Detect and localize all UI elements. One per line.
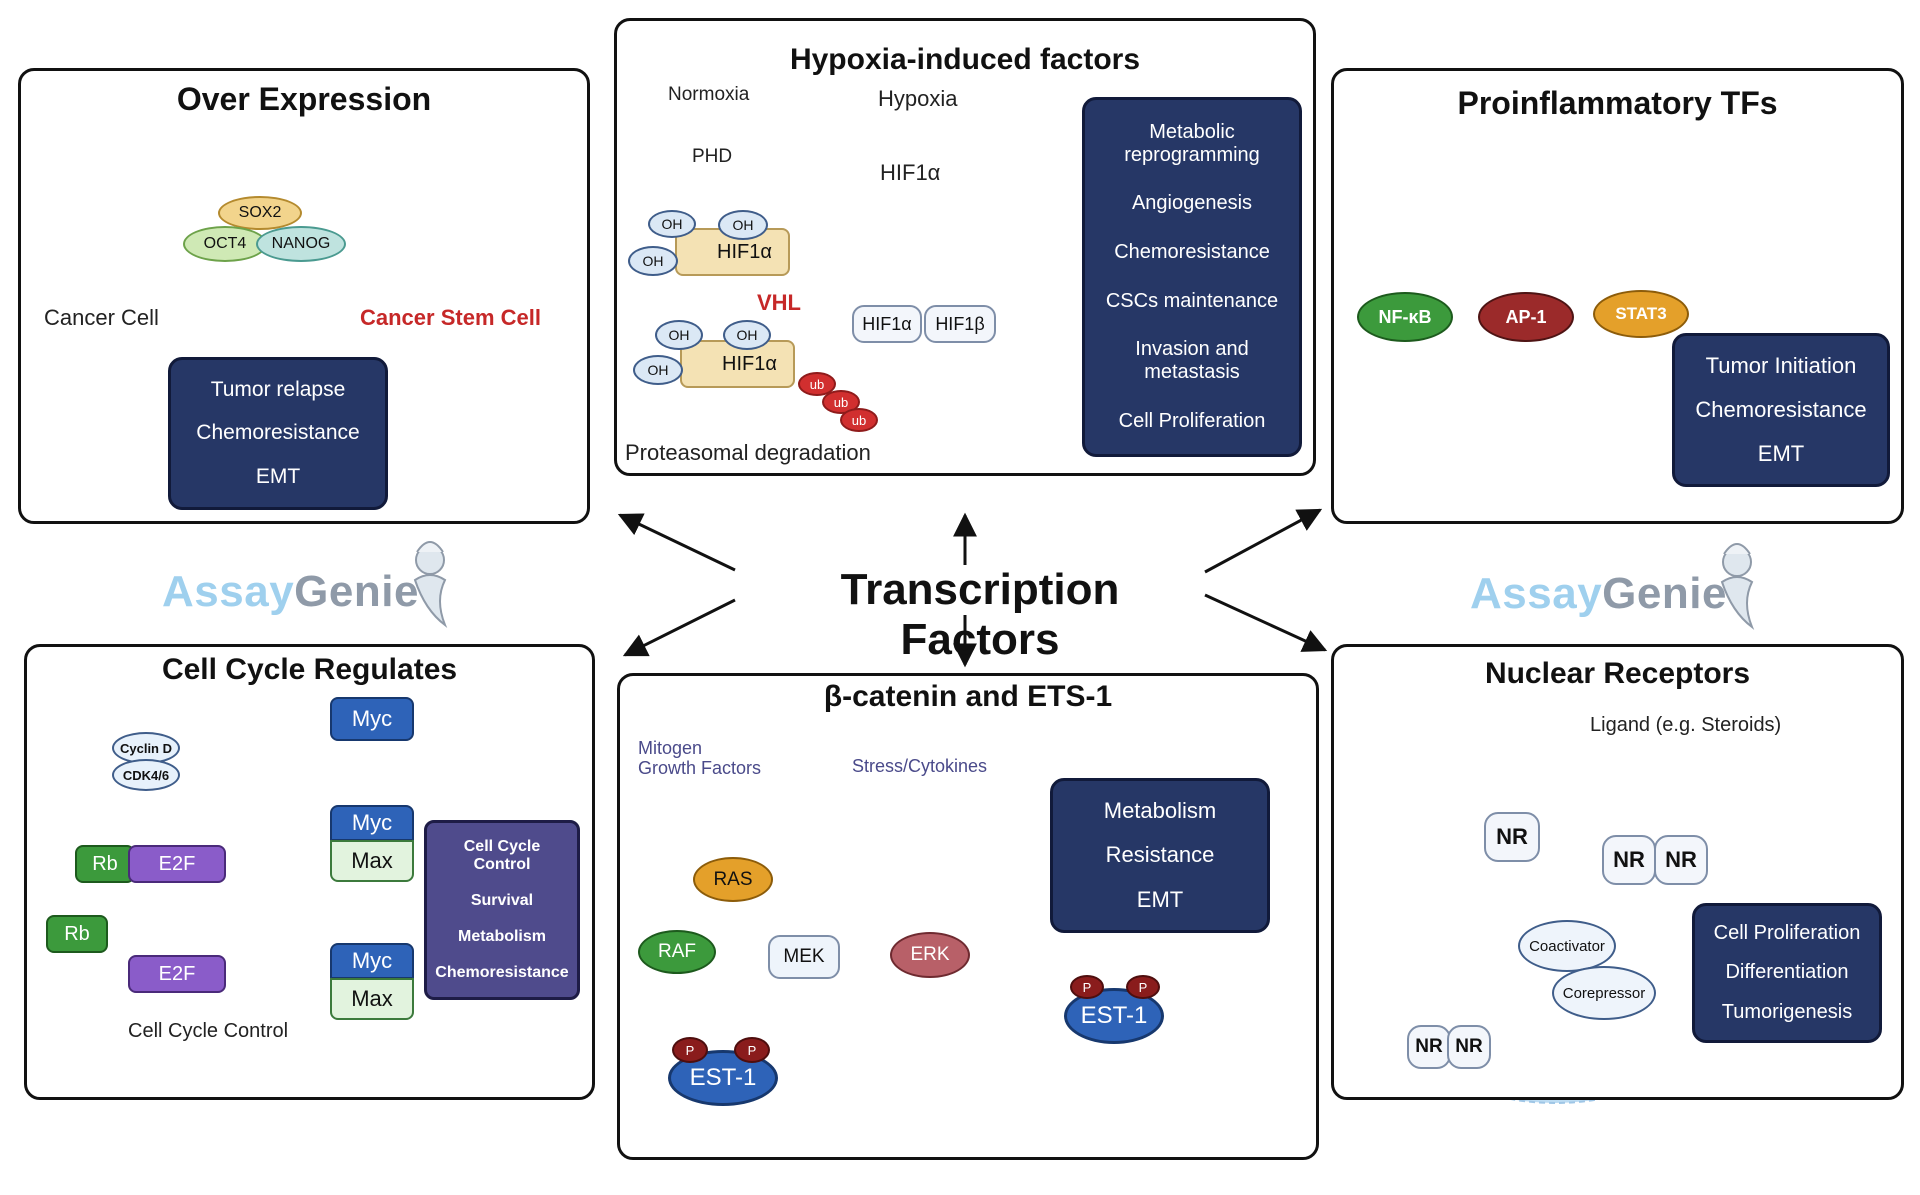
growth-factors-label: Growth Factors <box>638 758 762 778</box>
cdk4-6: CDK4/6 <box>112 759 180 791</box>
outcome: Metabolism <box>457 928 546 945</box>
hif1a-label: HIF1α <box>880 160 941 185</box>
outcome: Differentiation <box>1725 961 1849 984</box>
oh-group: OH <box>633 355 683 385</box>
nr-dimer-a: NR <box>1602 835 1656 885</box>
outcome: Invasion and metastasis <box>1135 338 1249 384</box>
cancer-stem-cell-label: Cancer Stem Cell <box>360 305 541 330</box>
coactivator: Coactivator <box>1518 920 1616 972</box>
outcome: Chemoresistance <box>1695 397 1867 422</box>
outcome: CSCs maintenance <box>1105 289 1279 312</box>
e2f-protein: E2F <box>128 845 226 883</box>
phospho-p: P <box>1070 975 1104 999</box>
panel-title: Nuclear Receptors <box>1484 657 1751 690</box>
oh-group: OH <box>655 320 703 350</box>
hypoxia-label: Hypoxia <box>878 86 958 111</box>
tf-sox2: SOX2 <box>218 196 302 230</box>
nuclear-receptor-outcomes: Cell Proliferation Differentiation Tumor… <box>1692 903 1882 1043</box>
outcome: EMT <box>1136 886 1184 912</box>
stress-label: Stress/Cytokines <box>852 756 988 776</box>
phospho-p: P <box>672 1037 708 1063</box>
tf-nanog: NANOG <box>256 226 346 262</box>
oh-group: OH <box>628 246 678 276</box>
rb-protein: Rb <box>75 845 135 883</box>
outcome: Chemoresistance <box>435 964 569 981</box>
outcome: Tumor Initiation <box>1705 353 1857 378</box>
ubiquitin: ub <box>798 372 836 396</box>
outcome: Chemoresistance <box>1114 241 1270 264</box>
myc-dimer: Myc <box>330 805 414 841</box>
ras: RAS <box>693 857 773 902</box>
panel-title: Proinflammatory TFs <box>1457 85 1778 121</box>
outcome: Cell Proliferation <box>1118 410 1266 433</box>
ubiquitin: ub <box>840 408 878 432</box>
oh-group: OH <box>718 210 768 240</box>
panel-title: Cell Cycle Regulates <box>161 653 458 686</box>
center-title: Transcription Factors <box>840 565 1120 664</box>
phospho-p: P <box>1126 975 1160 999</box>
over-expression-outcomes: Tumor relapse Chemoresistance EMT <box>168 357 388 510</box>
tf-ap1: AP-1 <box>1478 292 1574 342</box>
hif1b-in-nucleus: HIF1β <box>924 305 996 343</box>
outcome: EMT <box>1757 441 1805 466</box>
vhl-label: VHL <box>757 290 801 315</box>
myc: Myc <box>330 697 414 741</box>
logo-part2: Genie <box>294 567 419 616</box>
outcome: Angiogenesis <box>1131 192 1253 215</box>
outcome: Chemoresistance <box>196 421 360 445</box>
nr-monomer: NR <box>1484 812 1540 862</box>
oh-group: OH <box>648 210 696 238</box>
outcome: Cell Cycle Control <box>463 838 541 873</box>
mitogen-label: Mitogen <box>638 738 703 758</box>
nr-on-dna-a: NR <box>1407 1025 1451 1069</box>
panel-title: β-catenin and ETS-1 <box>823 680 1113 713</box>
tf-stat3: STAT3 <box>1593 290 1689 338</box>
assaygenie-logo-left: AssayGenie <box>162 567 419 617</box>
logo-part2: Genie <box>1602 569 1727 618</box>
myc-on-dna: Myc <box>330 943 414 979</box>
tf-nfkb: NF-κB <box>1357 292 1453 342</box>
outcome: EMT <box>255 465 301 489</box>
normoxia-label: Normoxia <box>668 84 750 105</box>
outcome: Resistance <box>1105 842 1215 868</box>
outcome: Tumorigenesis <box>1721 1000 1853 1023</box>
nr-dimer-b: NR <box>1654 835 1708 885</box>
outcome: Survival <box>470 892 534 909</box>
proinflammatory-outcomes: Tumor Initiation Chemoresistance EMT <box>1672 333 1890 487</box>
genie-icon <box>1720 543 1755 630</box>
corepressor: Corepressor <box>1552 966 1656 1020</box>
hypoxia-outcomes: Metabolic reprogramming Angiogenesis Che… <box>1082 97 1302 457</box>
raf: RAF <box>638 930 716 974</box>
ligand-label: Ligand (e.g. Steroids) <box>1590 714 1782 736</box>
genie-icon <box>413 541 448 628</box>
mek: MEK <box>768 935 840 979</box>
rb-free: Rb <box>46 915 108 953</box>
logo-part1: Assay <box>162 567 295 616</box>
degradation-label: Proteasomal degradation <box>625 440 871 465</box>
max-on-dna: Max <box>330 978 414 1020</box>
outcome: Tumor relapse <box>210 377 346 401</box>
erk: ERK <box>890 932 970 978</box>
beta-catenin-outcomes: Metabolism Resistance EMT <box>1050 778 1270 933</box>
nr-on-dna-b: NR <box>1447 1025 1491 1069</box>
phd-label: PHD <box>692 146 733 167</box>
cancer-cell-label: Cancer Cell <box>44 305 159 330</box>
oh-group: OH <box>723 320 771 350</box>
outcome: Metabolic reprogramming <box>1124 120 1260 166</box>
assaygenie-logo-right: AssayGenie <box>1470 569 1727 619</box>
tf-oct4: OCT4 <box>183 226 267 262</box>
outcome: Cell Proliferation <box>1713 922 1861 945</box>
phospho-p: P <box>734 1037 770 1063</box>
dna-label: Cell Cycle Control <box>128 1020 289 1042</box>
hif1a-in-nucleus: HIF1α <box>852 305 922 343</box>
max-dimer: Max <box>330 840 414 882</box>
panel-title: Over Expression <box>176 81 432 117</box>
cell-cycle-outcomes: Cell Cycle Control Survival Metabolism C… <box>424 820 580 1000</box>
logo-part1: Assay <box>1470 569 1603 618</box>
outcome: Metabolism <box>1103 798 1217 824</box>
panel-title: Hypoxia-induced factors <box>789 43 1141 76</box>
e2f-on-dna: E2F <box>128 955 226 993</box>
